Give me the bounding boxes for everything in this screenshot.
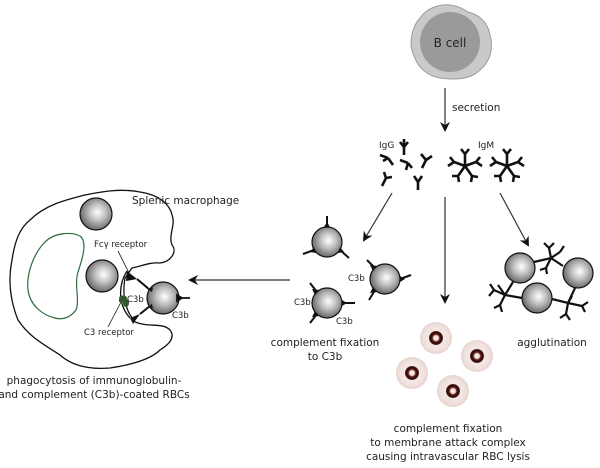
opsonized-rbc bbox=[146, 281, 180, 315]
c3-receptor-label: C3 receptor bbox=[84, 328, 134, 338]
phagocytosis-caption-line2: and complement (C3b)-coated RBCs bbox=[0, 389, 190, 401]
agglutinated-rbc bbox=[562, 257, 594, 289]
phagocytosed-rbc bbox=[85, 259, 119, 293]
c3b-label: C3b bbox=[348, 274, 365, 284]
c3b-triangle bbox=[149, 287, 153, 292]
igg-bridge bbox=[139, 305, 151, 315]
igm-crosslinks bbox=[488, 242, 589, 321]
igg-antibody bbox=[379, 153, 395, 166]
arrow-to-agglutination bbox=[499, 192, 529, 247]
c3b-label: C3b bbox=[294, 298, 311, 308]
c3-receptor-icon bbox=[119, 295, 129, 307]
agglutinated-rbc bbox=[521, 282, 553, 314]
macrophage-label: Splenic macrophage bbox=[132, 195, 239, 207]
mac-caption-line1: complement fixation bbox=[394, 423, 503, 435]
phagocytosed-rbc bbox=[79, 197, 113, 231]
c3b-triangle bbox=[149, 304, 153, 309]
igm-pentamer bbox=[447, 148, 483, 183]
c3b-label: C3b bbox=[336, 317, 353, 327]
c3b-outer-label: C3b bbox=[172, 311, 189, 321]
arrow-to-c3b-fixation bbox=[362, 192, 393, 242]
c3b-rbc bbox=[366, 259, 412, 301]
c3b-rbc bbox=[302, 216, 350, 259]
agglutinated-rbcs: agglutination bbox=[488, 242, 594, 349]
fc-receptor-triangle bbox=[130, 314, 140, 324]
secretion-label: secretion bbox=[452, 102, 500, 114]
lysed-rbc bbox=[420, 322, 452, 354]
c3b-rbc bbox=[309, 282, 355, 324]
c3b-caption-line1: complement fixation bbox=[271, 337, 380, 349]
igg-antibody bbox=[380, 171, 393, 187]
c3b-inner-label: C3b bbox=[127, 295, 144, 305]
igg-antibodies: IgG bbox=[379, 139, 433, 190]
b-cell-nucleus bbox=[420, 12, 480, 72]
agglutinated-rbc bbox=[504, 252, 536, 284]
agglutination-caption: agglutination bbox=[517, 337, 587, 349]
fc-receptor-label: Fcγ receptor bbox=[94, 240, 148, 250]
b-cell-label: B cell bbox=[434, 36, 467, 50]
igm-pentamer bbox=[489, 148, 525, 183]
phagocytosis-caption-line1: phagocytosis of immunoglobulin- bbox=[7, 375, 182, 387]
igm-antibodies: IgM bbox=[447, 141, 525, 183]
igm-label: IgM bbox=[478, 141, 494, 151]
b-cell: B cell bbox=[410, 4, 493, 80]
lysed-rbc bbox=[461, 340, 493, 372]
c3b-triangle bbox=[176, 293, 190, 303]
c3b-coated-rbcs: C3b C3b C3b complement fixation to C3b bbox=[271, 216, 412, 363]
fc-receptor-triangle bbox=[126, 271, 137, 281]
igg-antibody bbox=[398, 139, 410, 155]
igg-antibody bbox=[420, 153, 433, 169]
c3b-caption-line2: to C3b bbox=[308, 351, 343, 363]
lysed-rbc bbox=[437, 375, 469, 407]
lysed-rbcs: complement fixation to membrane attack c… bbox=[366, 322, 530, 463]
igg-antibody bbox=[412, 175, 424, 190]
igg-antibody bbox=[399, 158, 414, 171]
macrophage-nucleus bbox=[27, 232, 85, 320]
igg-bridge bbox=[136, 278, 151, 291]
phagocytic-pocket bbox=[119, 270, 131, 319]
igg-label: IgG bbox=[379, 141, 394, 151]
fc-receptor-leader bbox=[117, 250, 130, 274]
c3-receptor-leader bbox=[107, 301, 122, 328]
lysed-rbc bbox=[396, 357, 428, 389]
mac-caption-line3: causing intravascular RBC lysis bbox=[366, 451, 530, 463]
mac-caption-line2: to membrane attack complex bbox=[370, 437, 525, 449]
splenic-macrophage: Splenic macrophage Fcγ receptor C3b C3b … bbox=[0, 189, 239, 401]
